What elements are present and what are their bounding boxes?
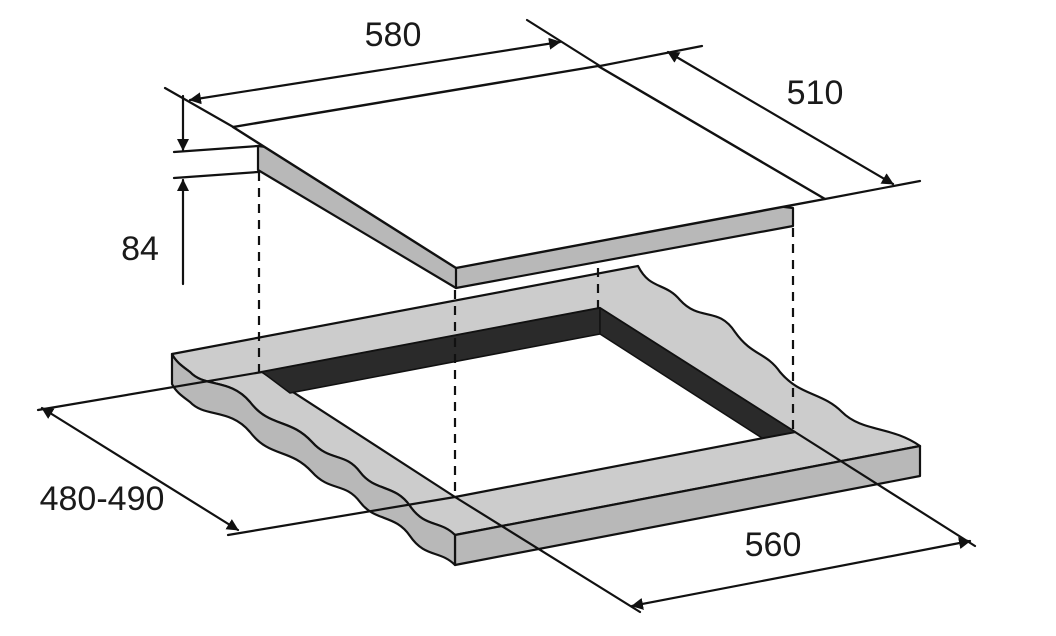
hob-glass-top [231,64,827,270]
hob [231,64,827,290]
dim-depth-label: 510 [787,74,844,112]
dim-height: 84 [121,94,260,286]
cutout-right-wall [599,307,796,439]
dim-cutout-depth: 480-490 [36,370,457,537]
dim-depth: 510 [598,44,922,201]
countertop-left-edge [170,352,457,567]
countertop [170,264,922,567]
dim-cutout-width: 560 [453,430,977,614]
dim-width-label: 580 [365,16,422,54]
alignment-lines [257,172,795,495]
dim-cutout-depth-label: 480-490 [40,480,165,518]
dim-cutout-width-label: 560 [745,526,802,564]
dim-height-label: 84 [121,230,159,268]
dim-width: 580 [163,16,602,130]
